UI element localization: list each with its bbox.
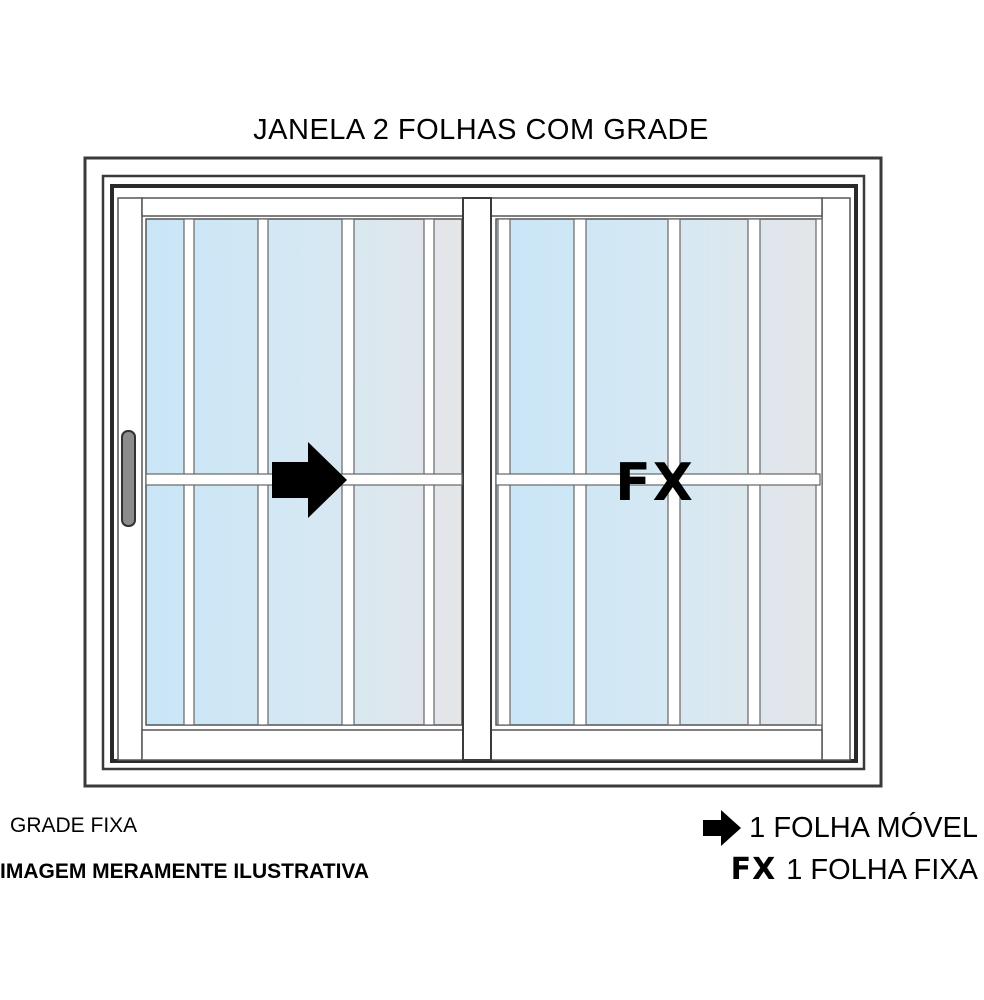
central-mullion: [462, 197, 492, 761]
legend-fixed-label: 1 FOLHA FIXA: [786, 854, 978, 886]
right-panel-glass: [495, 218, 821, 726]
grid-note: GRADE FIXA: [10, 814, 138, 837]
diagram-title: JANELA 2 FOLHAS COM GRADE: [253, 114, 709, 146]
window-handle-icon: [121, 430, 136, 527]
right-jamb: [821, 197, 851, 761]
legend-fx-mark: FX: [730, 852, 777, 887]
fixed-panel-mark: FX: [615, 453, 695, 513]
arrow-right-icon: [703, 810, 742, 846]
legend-fixed-leaf: FX 1 FOLHA FIXA: [731, 852, 978, 888]
legend-moving-leaf: 1 FOLHA MÓVEL: [703, 810, 978, 846]
disclaimer: IMAGEM MERAMENTE ILUSTRATIVA: [0, 860, 370, 883]
legend-moving-label: 1 FOLHA MÓVEL: [749, 812, 978, 844]
right-panel-grille: [495, 218, 823, 726]
arrow-right-icon: [272, 442, 347, 518]
